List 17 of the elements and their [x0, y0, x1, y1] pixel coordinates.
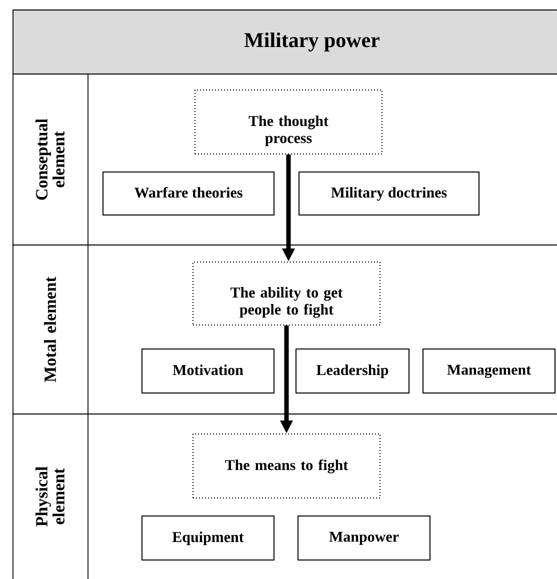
text-box: Management [422, 348, 556, 394]
row-heading: Conseptual element [36, 118, 64, 200]
text-box: Leadership [296, 348, 410, 394]
text-box: Motivation [142, 348, 274, 394]
text-box: Military doctrines [298, 172, 480, 216]
title-band: Military power [12, 10, 557, 74]
text-box: Warfare theories [102, 172, 274, 216]
row-band [12, 244, 557, 414]
dotted-box: The thought process [194, 90, 382, 154]
row-heading: Motal element [44, 276, 56, 382]
dotted-box: The ability to get people to fight [192, 262, 380, 326]
row-band [12, 74, 557, 246]
text-box: Equipment [142, 516, 274, 560]
row-heading: Physical element [36, 466, 64, 526]
dotted-box: The means to fight [192, 434, 380, 498]
row-band [12, 414, 557, 579]
text-box: Manpower [298, 516, 430, 560]
